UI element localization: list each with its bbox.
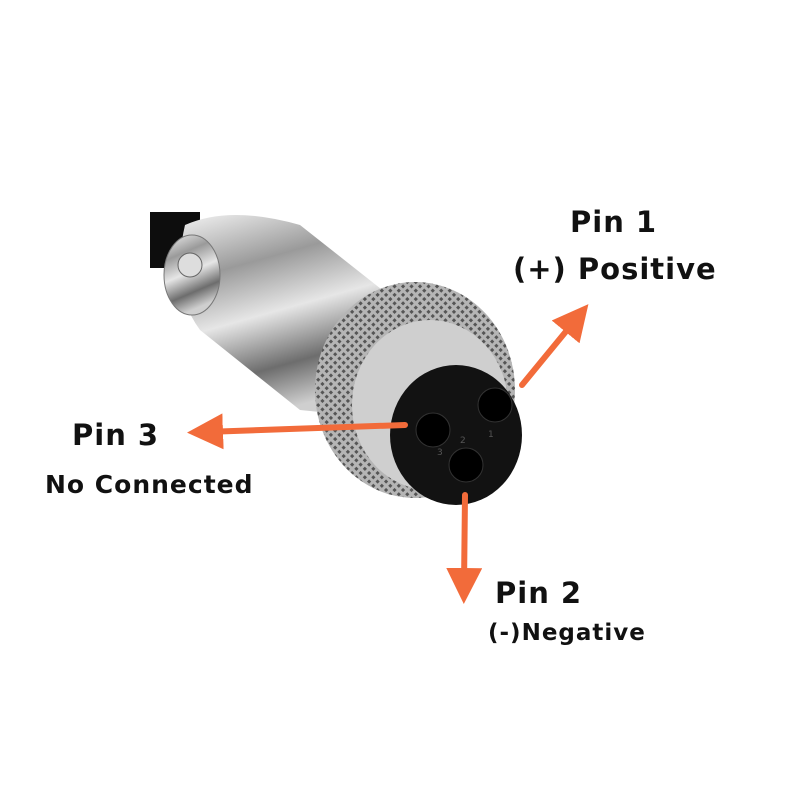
face-number-2: 2 <box>460 436 466 446</box>
pin-3-socket <box>415 412 451 448</box>
pin-2-socket <box>448 447 484 483</box>
pin-2-description: (-)Negative <box>488 620 646 646</box>
pin-2-title: Pin 2 <box>495 576 583 610</box>
pin-1-description: (+) Positive <box>513 252 717 286</box>
pin-1-title: Pin 1 <box>570 205 658 239</box>
pin-1-socket <box>477 387 513 423</box>
pin-2-arrow <box>446 492 483 604</box>
pin-3-title: Pin 3 <box>72 418 160 452</box>
connector-face: 1 2 3 <box>390 365 522 505</box>
clamp-screw-icon <box>177 252 203 278</box>
face-number-3: 3 <box>437 448 443 458</box>
pin-3-arrow <box>187 413 408 450</box>
pin-1-arrow <box>519 304 589 388</box>
face-number-1: 1 <box>488 430 494 440</box>
pin-3-description: No Connected <box>45 470 254 499</box>
